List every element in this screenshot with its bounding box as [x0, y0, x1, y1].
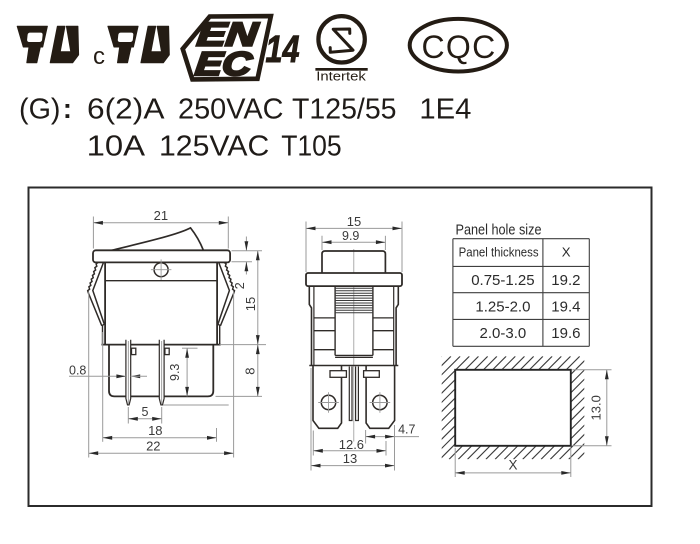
svg-text:250VAC: 250VAC	[178, 94, 284, 126]
svg-text:CQC: CQC	[421, 29, 496, 65]
svg-text:5: 5	[142, 405, 149, 419]
svg-text:18: 18	[148, 423, 162, 438]
svg-text:1.25-2.0: 1.25-2.0	[475, 299, 530, 316]
svg-text:2: 2	[233, 282, 247, 289]
svg-text:125VAC: 125VAC	[159, 130, 269, 162]
svg-text:19.6: 19.6	[551, 325, 580, 342]
svg-text:c: c	[93, 43, 105, 70]
svg-text:4.7: 4.7	[398, 423, 415, 437]
svg-text:Panel thickness: Panel thickness	[459, 245, 539, 260]
svg-text:1E4: 1E4	[419, 94, 471, 126]
svg-text:T105: T105	[281, 130, 342, 162]
svg-text:19.2: 19.2	[551, 272, 580, 289]
svg-text:13.0: 13.0	[589, 395, 604, 420]
svg-text:8: 8	[242, 368, 257, 375]
svg-text:9.9: 9.9	[342, 229, 359, 243]
svg-text:Intertek: Intertek	[316, 70, 366, 84]
svg-text:0.75-1.25: 0.75-1.25	[471, 272, 534, 289]
svg-text:EC: EC	[194, 46, 255, 83]
svg-text:2.0-3.0: 2.0-3.0	[480, 325, 527, 342]
svg-text:15: 15	[347, 214, 361, 229]
svg-text:0.8: 0.8	[69, 364, 86, 378]
svg-text:9.3: 9.3	[168, 364, 182, 381]
svg-text:14: 14	[266, 29, 300, 71]
svg-text:15: 15	[243, 297, 258, 311]
svg-text:EN: EN	[195, 17, 260, 54]
svg-text:10A: 10A	[87, 130, 146, 162]
svg-text:21: 21	[154, 208, 168, 223]
svg-text:(G): (G)	[19, 94, 61, 126]
svg-text:13: 13	[343, 451, 357, 466]
svg-text:X: X	[508, 458, 517, 473]
svg-text:22: 22	[146, 439, 160, 454]
svg-text:6(2)A: 6(2)A	[87, 94, 165, 126]
svg-text:T125/55: T125/55	[292, 94, 397, 126]
svg-text:X: X	[562, 245, 571, 260]
svg-text:Panel hole size: Panel hole size	[456, 221, 542, 238]
svg-text:12.6: 12.6	[339, 437, 364, 452]
svg-text:19.4: 19.4	[551, 299, 580, 316]
